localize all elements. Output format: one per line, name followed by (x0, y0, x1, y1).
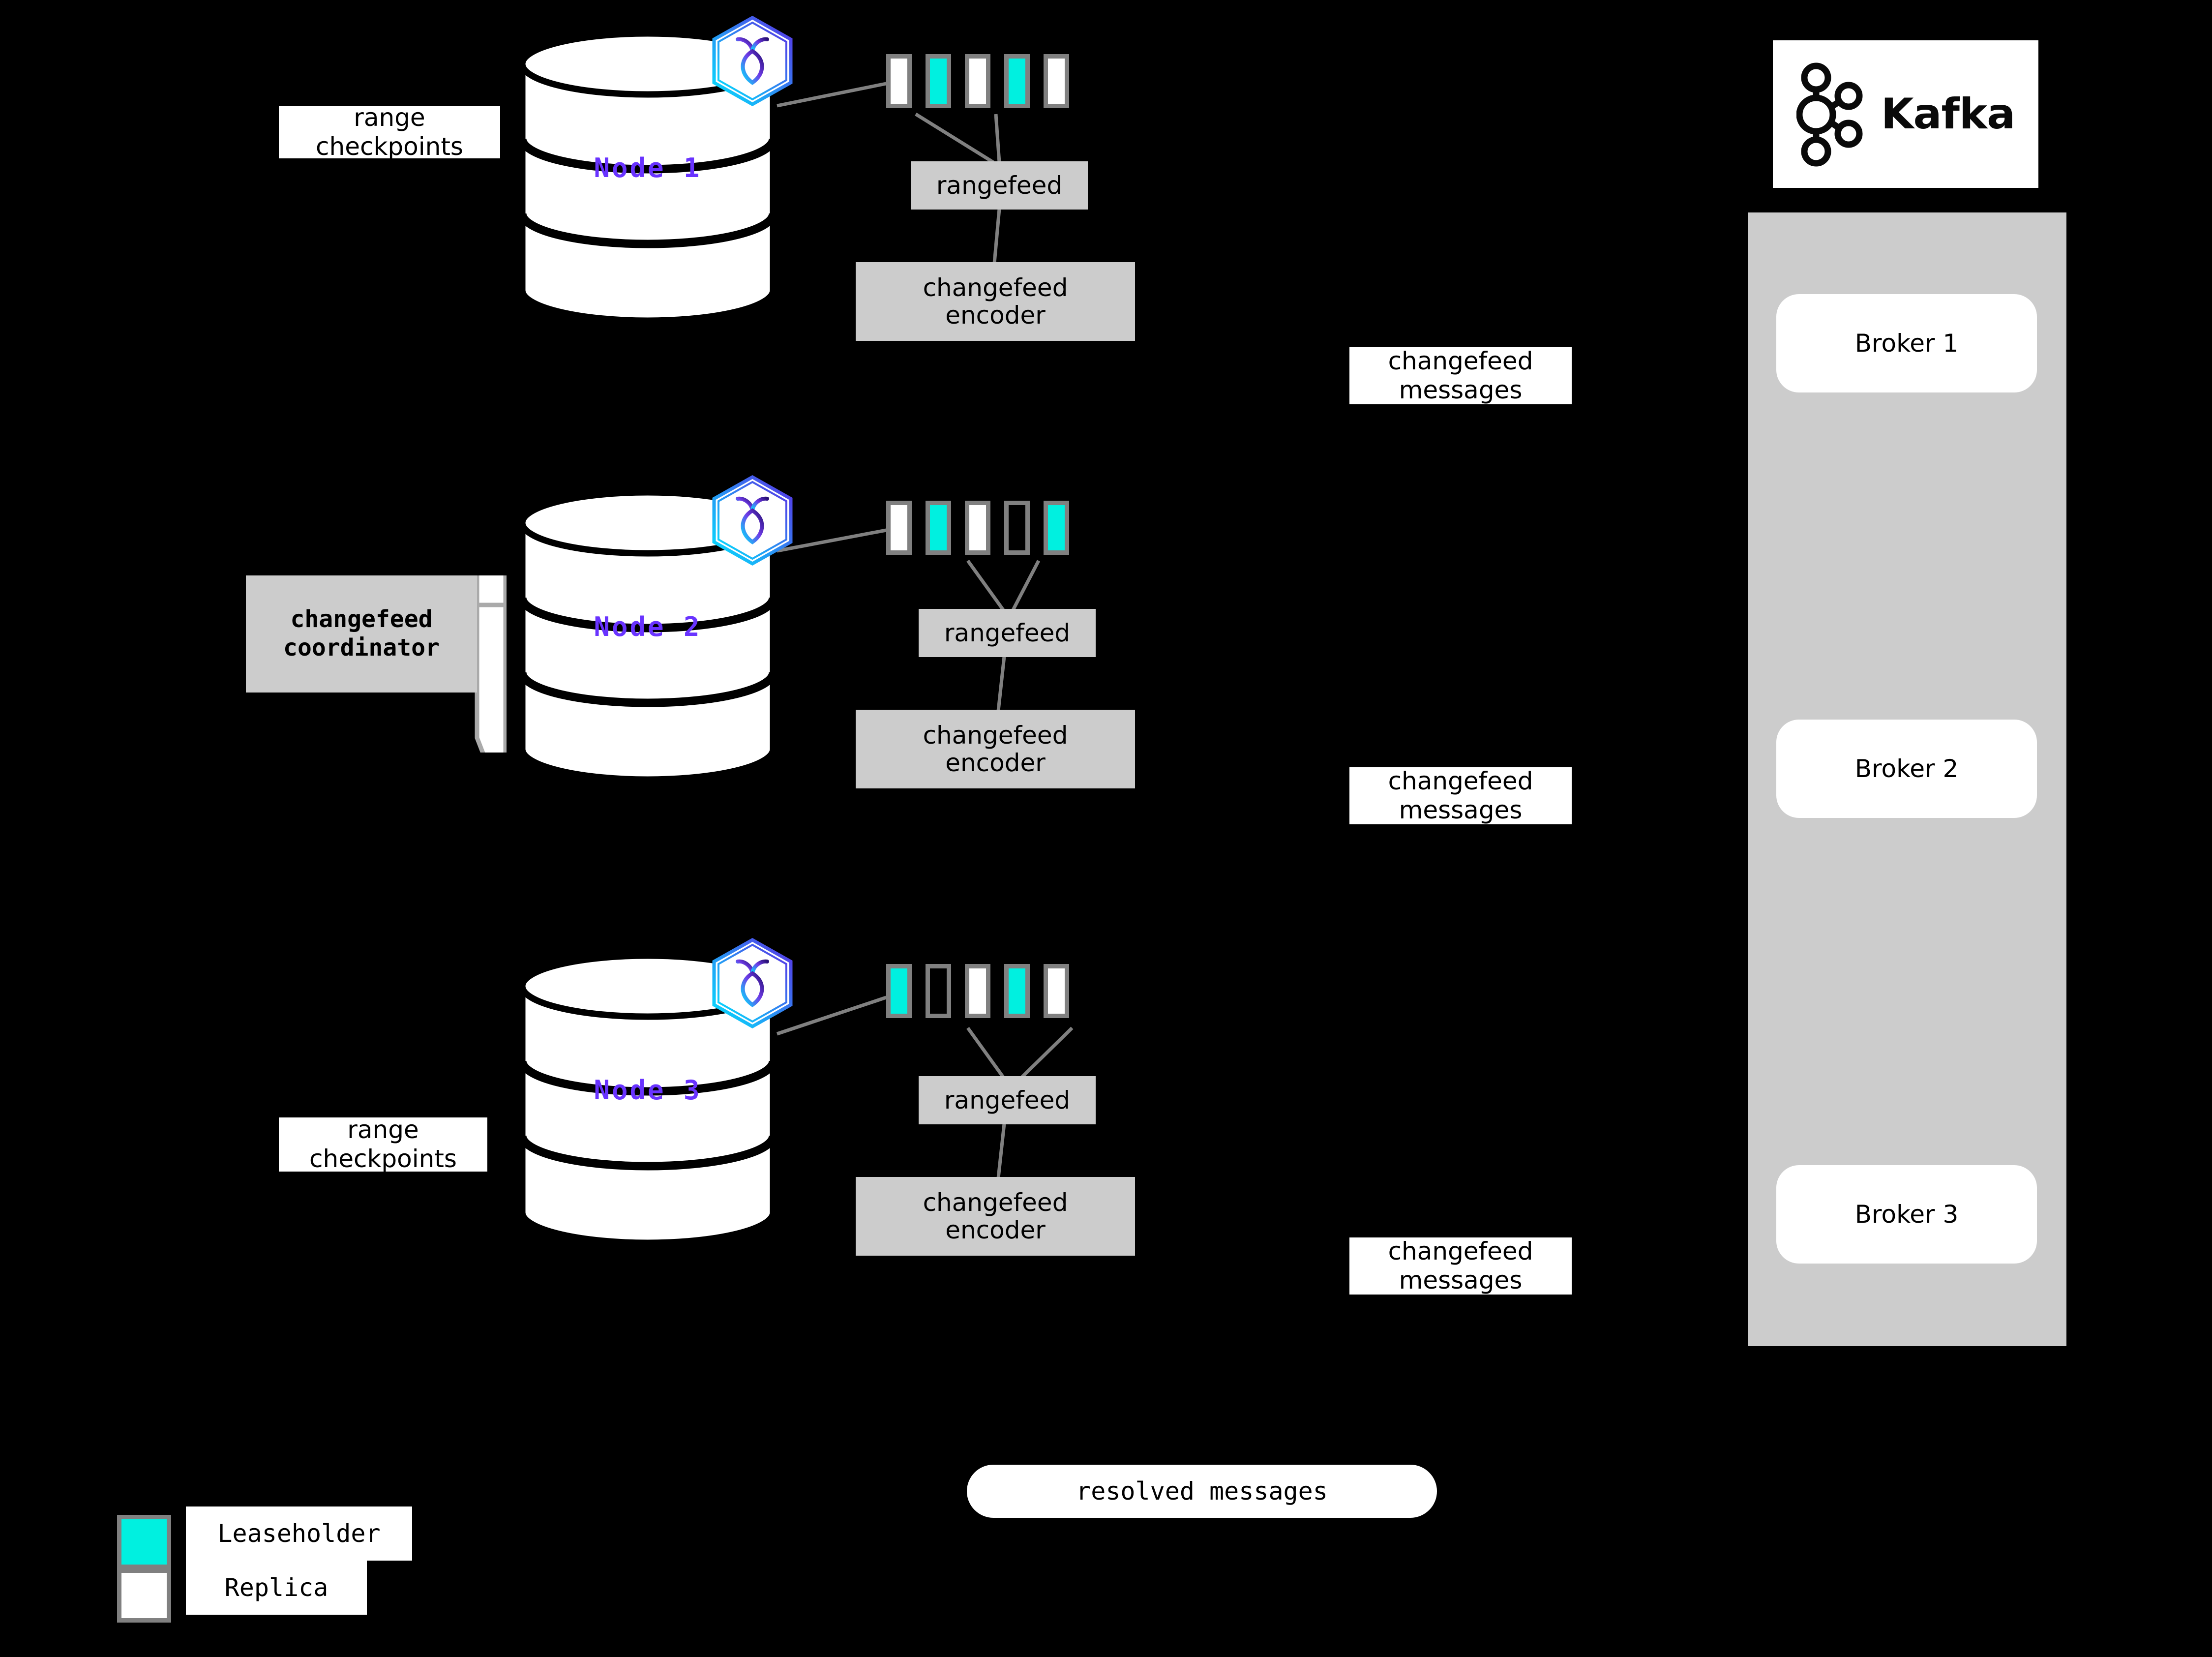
legend-swatch-leaseholder (117, 1515, 171, 1569)
range-box (965, 54, 990, 108)
node-2-label: Node 2 (594, 611, 702, 642)
kafka-logo-icon (1796, 62, 1863, 167)
legend-label-leaseholder: Leaseholder (186, 1506, 412, 1561)
range-box (926, 54, 951, 108)
kafka-wordmark: Kafka (1881, 90, 2015, 139)
broker-2[interactable]: Broker 2 (1776, 720, 2037, 818)
broker-3[interactable]: Broker 3 (1776, 1165, 2037, 1264)
node-2-changefeed-encoder-box: changefeed encoder (856, 710, 1135, 788)
node-2-ranges (886, 501, 1069, 555)
legend-label-replica: Replica (186, 1561, 367, 1615)
range-box (965, 501, 990, 555)
changefeed-messages-label-3: changefeed messages (1349, 1237, 1572, 1295)
node-3-changefeed-encoder-box: changefeed encoder (856, 1177, 1135, 1256)
cockroachdb-hex-icon (708, 936, 797, 1029)
node-3-rangefeed-box: rangefeed (919, 1076, 1096, 1124)
range-box (1004, 964, 1030, 1018)
range-box (1044, 964, 1069, 1018)
node-1-rangefeed-box: rangefeed (911, 161, 1088, 210)
broker-1[interactable]: Broker 1 (1776, 294, 2037, 392)
range-box (1004, 501, 1030, 555)
changefeed-coordinator-label: changefeed coordinator (246, 575, 477, 693)
node-1-changefeed-encoder-box: changefeed encoder (856, 262, 1135, 341)
range-checkpoints-label-1: range checkpoints (279, 103, 500, 161)
changefeed-messages-label-2: changefeed messages (1349, 767, 1572, 824)
cockroachdb-hex-icon (708, 14, 797, 107)
range-box (886, 964, 912, 1018)
legend-swatch-replica (117, 1568, 171, 1623)
range-box (886, 501, 912, 555)
node-3-label: Node 3 (594, 1075, 702, 1106)
resolved-messages-pill: resolved messages (967, 1465, 1437, 1518)
range-box (886, 54, 912, 108)
range-box (926, 964, 951, 1018)
range-checkpoints-label-2: range checkpoints (279, 1115, 487, 1173)
range-box (1044, 501, 1069, 555)
range-box (965, 964, 990, 1018)
range-box (1044, 54, 1069, 108)
node-3-ranges (886, 964, 1069, 1018)
changefeed-messages-label-1: changefeed messages (1349, 347, 1572, 404)
node-1-label: Node 1 (594, 152, 702, 183)
changefeed-coordinator: changefeed coordinator (246, 575, 507, 753)
range-box (926, 501, 951, 555)
cockroachdb-hex-icon (708, 473, 797, 567)
node-2-rangefeed-box: rangefeed (919, 609, 1096, 657)
node-2-cylinder: Node 2 (517, 488, 778, 783)
node-1-ranges (886, 54, 1069, 108)
kafka-logo-box: Kafka (1773, 40, 2038, 188)
node-1-cylinder: Node 1 (517, 30, 778, 325)
range-box (1004, 54, 1030, 108)
